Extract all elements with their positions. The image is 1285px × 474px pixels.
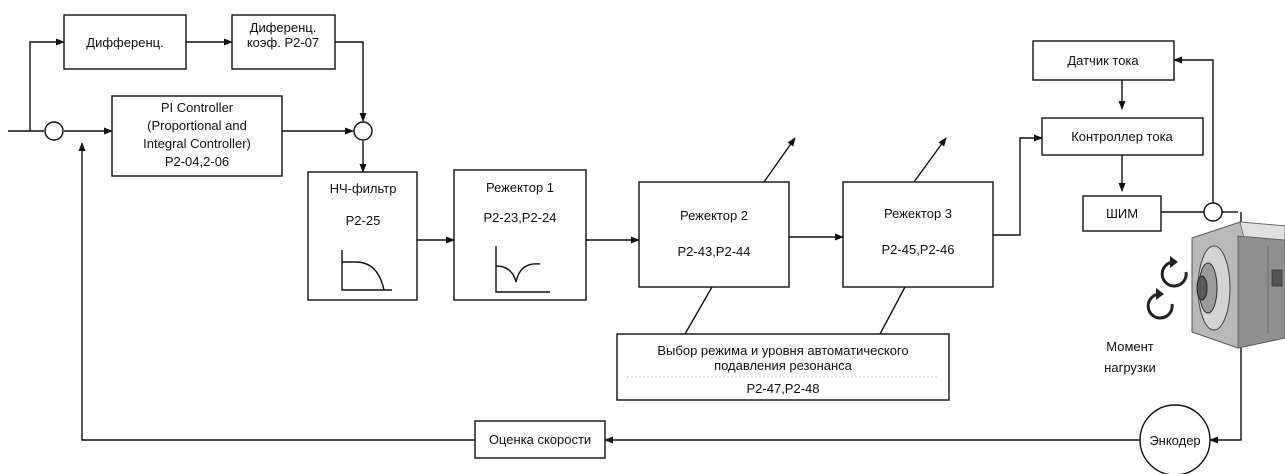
- line-auto-to-notch3: [879, 286, 906, 335]
- line-notch3-to-current-controller: [993, 134, 1043, 236]
- auto-resonance-label-1: Выбор режима и уровня автоматического: [657, 343, 908, 358]
- connections: [8, 38, 1242, 444]
- speed-estimate-label: Оценка скорости: [489, 432, 591, 447]
- pi-label-4: P2-04,2-06: [165, 154, 229, 169]
- notch2-label-2: P2-43,P2-44: [678, 244, 751, 259]
- auto-resonance-label-2: подавления резонанса: [714, 358, 853, 373]
- lpf-label-2: P2-25: [346, 213, 381, 228]
- notch1-block: Режектор 1 P2-23,P2-24: [453, 169, 587, 301]
- diff-block: Дифференц.: [63, 14, 187, 70]
- servo-motor-icon: [1191, 221, 1285, 349]
- pwm-block: ШИМ: [1082, 195, 1162, 232]
- diff-coef-label-1: Диференц.: [250, 20, 317, 35]
- notch3-label-2: P2-45,P2-46: [882, 242, 955, 257]
- lpf-label-1: НЧ-фильтр: [330, 181, 397, 196]
- line-coef-to-sum2: [335, 41, 367, 122]
- diff-coef-label-2: коэф. P2-07: [247, 35, 319, 50]
- line-node-to-sensor: [1173, 56, 1214, 203]
- notch-response-icon: [495, 246, 550, 293]
- pi-label-1: PI Controller: [161, 100, 234, 115]
- diff-coef-block: Диференц. коэф. P2-07: [231, 14, 336, 70]
- load-torque-arrow-icon: [1146, 288, 1174, 320]
- notch1-label-1: Режектор 1: [486, 180, 554, 195]
- pi-controller-block: PI Controller (Proportional and Integral…: [111, 95, 283, 177]
- speed-estimate-block: Оценка скорости: [474, 420, 606, 459]
- load-torque-label-2: нагрузки: [1104, 360, 1156, 375]
- encoder-label: Энкодер: [1149, 433, 1200, 448]
- summing-junction-1: [44, 121, 64, 141]
- notch1-label-2: P2-23,P2-24: [484, 210, 557, 225]
- summing-junction-2: [353, 121, 373, 141]
- rotation-arrow-icon: [1160, 256, 1188, 288]
- auto-resonance-block: Выбор режима и уровня автоматического по…: [616, 333, 950, 401]
- line-auto-to-notch2: [684, 286, 713, 335]
- encoder-block: Энкодер: [1139, 404, 1211, 474]
- pwm-label: ШИМ: [1106, 206, 1138, 221]
- notch3-label-1: Режектор 3: [884, 206, 952, 221]
- adjust-arrow-notch2: [763, 137, 796, 183]
- load-torque-label-1: Момент: [1106, 339, 1154, 354]
- notch2-label-1: Режектор 2: [680, 208, 748, 223]
- current-controller-block: Контроллер тока: [1041, 117, 1204, 156]
- pi-label-3: Integral Controller): [143, 136, 251, 151]
- auto-resonance-label-3: P2-47,P2-48: [747, 381, 820, 396]
- current-sensor-block: Датчик тока: [1032, 40, 1175, 81]
- current-pickoff-node: [1203, 202, 1223, 222]
- lowpass-response-icon: [341, 250, 392, 291]
- current-sensor-label: Датчик тока: [1067, 53, 1139, 68]
- notch2-block: Режектор 2 P2-43,P2-44: [638, 181, 790, 288]
- current-controller-label: Контроллер тока: [1071, 129, 1173, 144]
- line-to-diff: [29, 38, 65, 131]
- lpf-block: НЧ-фильтр P2-25: [307, 171, 418, 301]
- diff-label: Дифференц.: [86, 35, 163, 50]
- adjust-arrow-notch3: [913, 137, 947, 183]
- pi-label-2: (Proportional and: [147, 118, 247, 133]
- line-speed-feedback: [78, 142, 475, 441]
- notch3-block: Режектор 3 P2-45,P2-46: [842, 181, 994, 288]
